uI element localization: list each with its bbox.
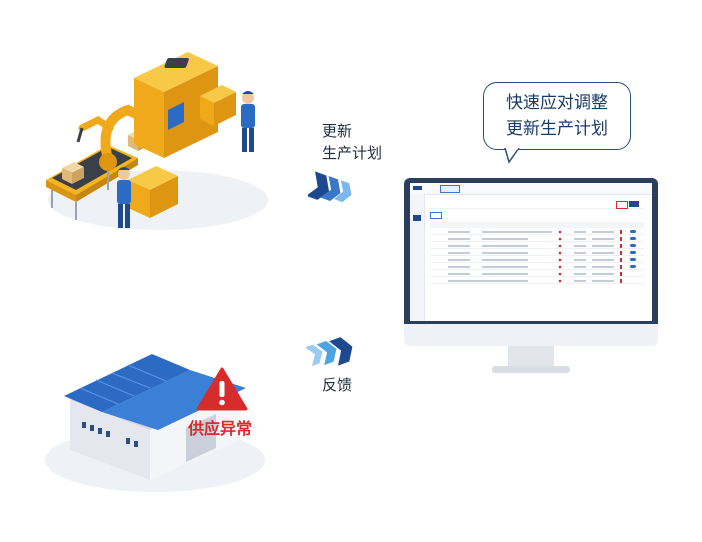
update-plan-label: 更新 生产计划 bbox=[322, 120, 382, 164]
screen-add-button bbox=[430, 212, 442, 219]
screen-table-lines bbox=[448, 230, 636, 283]
table-row bbox=[430, 263, 644, 270]
screen-reset-button bbox=[616, 201, 628, 209]
bubble-line2: 更新生产计划 bbox=[506, 119, 608, 139]
warning-triangle-icon bbox=[196, 367, 248, 411]
table-row bbox=[430, 249, 644, 256]
screen-search-bar bbox=[430, 200, 644, 209]
monitor-stand-base bbox=[492, 366, 570, 373]
bubble-line1: 快速应对调整 bbox=[506, 93, 608, 113]
table-row bbox=[430, 228, 644, 235]
warehouse-illustration bbox=[45, 354, 265, 492]
screen-search-button bbox=[629, 201, 639, 207]
warning-label: 供应异常 bbox=[188, 419, 253, 438]
table-row bbox=[430, 242, 644, 249]
screen-sidebar bbox=[410, 194, 425, 321]
speech-bubble: 快速应对调整 更新生产计划 bbox=[483, 82, 631, 150]
screen-topbar bbox=[410, 183, 652, 195]
screen-table-header bbox=[430, 222, 644, 228]
speech-bubble-tail bbox=[504, 148, 520, 164]
table-row bbox=[430, 277, 644, 284]
screen-active-tab bbox=[440, 185, 460, 193]
screen-logo bbox=[413, 186, 422, 190]
screen-table bbox=[430, 222, 644, 292]
screen-sidebar-active bbox=[413, 215, 421, 221]
feedback-arrow-icon bbox=[306, 337, 353, 367]
feedback-label: 反馈 bbox=[322, 376, 353, 394]
table-row bbox=[430, 270, 644, 277]
table-row bbox=[430, 256, 644, 263]
update-plan-label-line2: 生产计划 bbox=[322, 144, 383, 162]
production-line-illustration bbox=[46, 52, 268, 230]
monitor-bezel bbox=[404, 324, 658, 346]
update-plan-label-line1: 更新 bbox=[322, 122, 353, 140]
update-arrow-icon bbox=[308, 171, 352, 203]
table-row bbox=[430, 235, 644, 242]
